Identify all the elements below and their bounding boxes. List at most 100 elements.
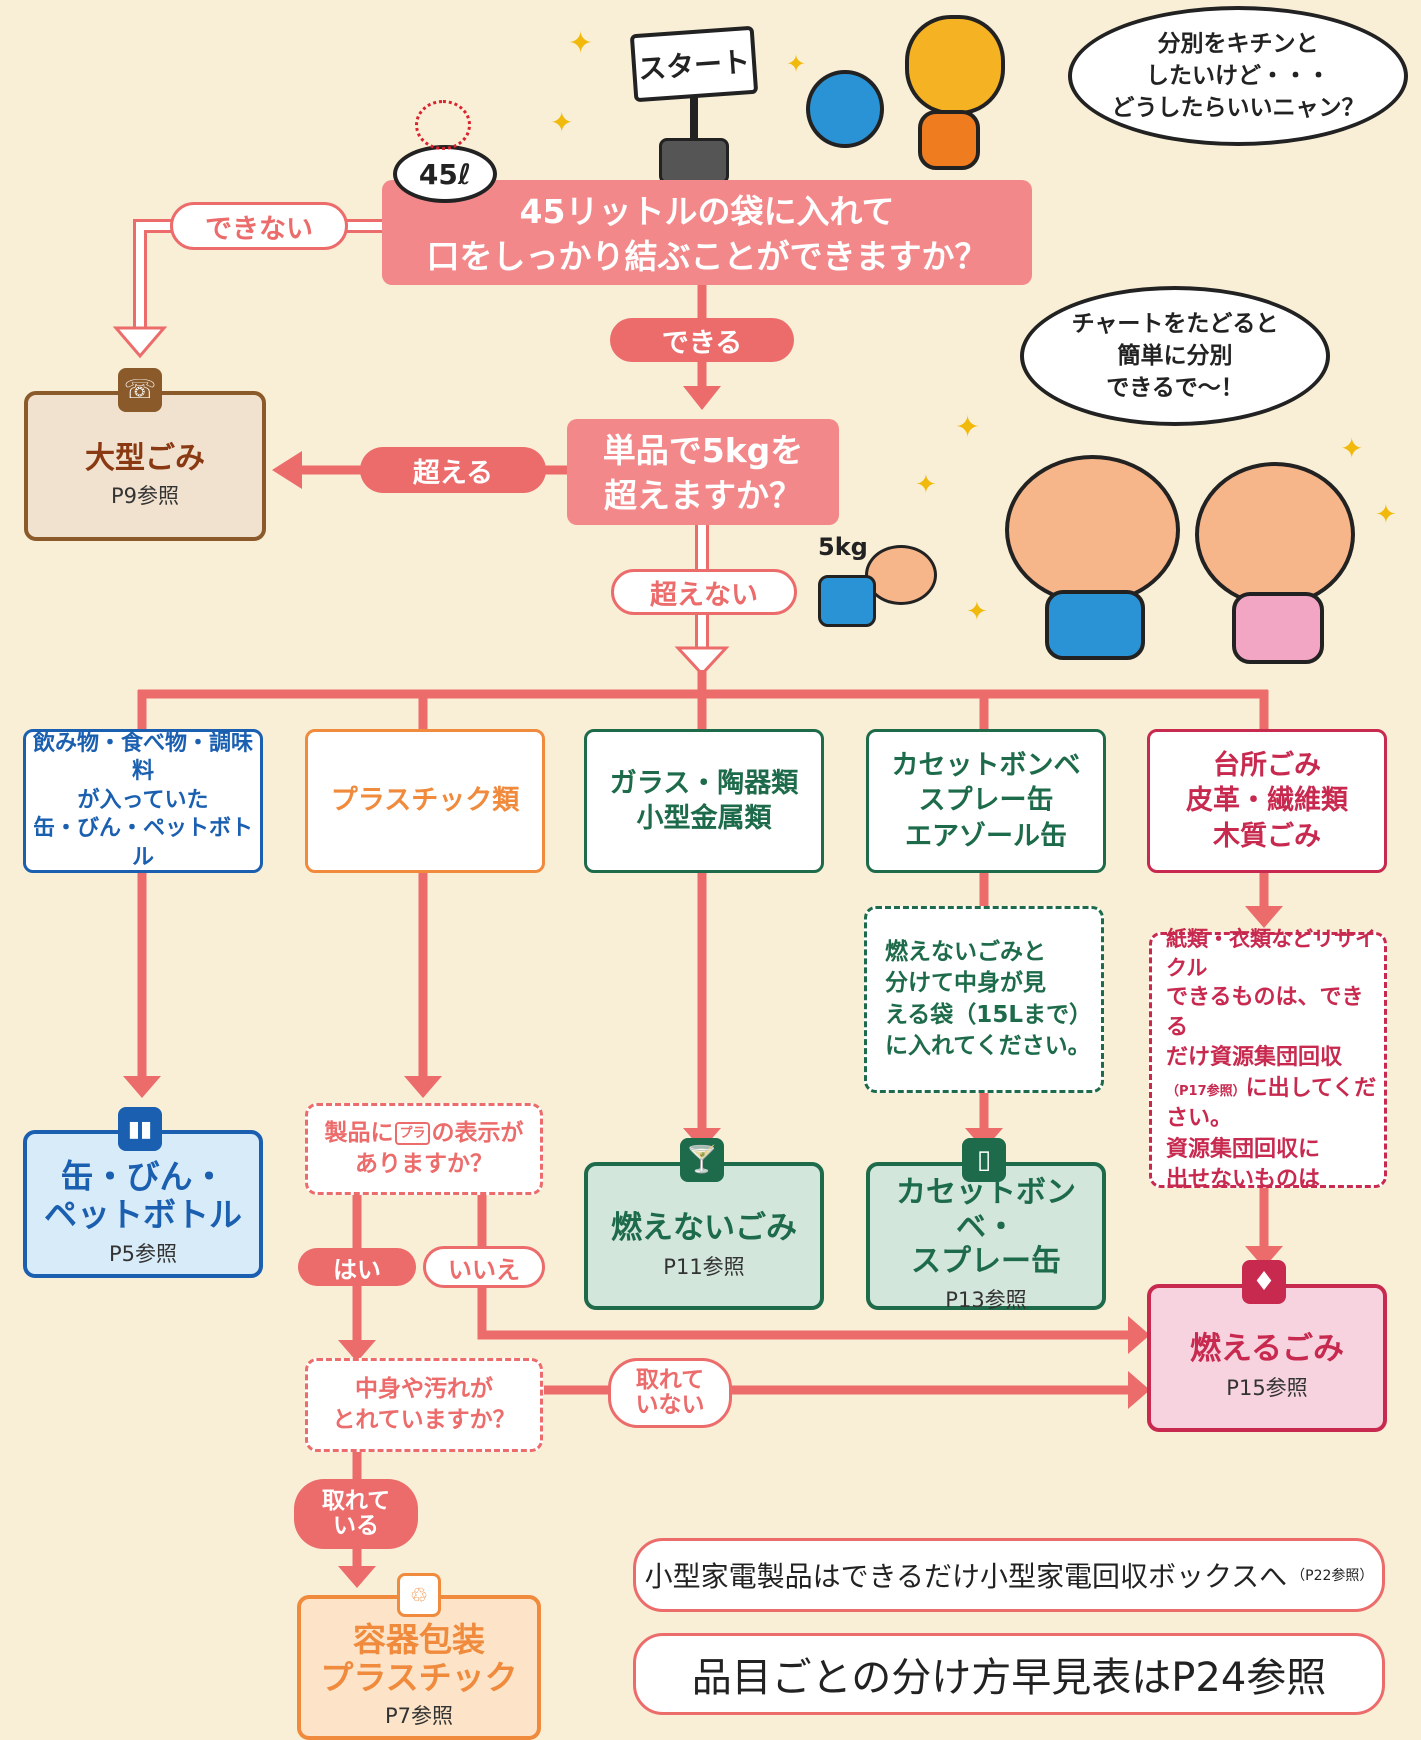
note-small-appliances: 小型家電製品はできるだけ小型家電回収ボックスへ（P22参照） [633, 1538, 1385, 1612]
result-cans-bottles: 缶・びん・ ペットボトル P5参照 [23, 1130, 263, 1278]
sparkle-icon: ✦ [1375, 500, 1397, 530]
label-cannot: できない [170, 202, 348, 250]
result-oversize-garbage: 大型ごみ P9参照 [24, 391, 266, 541]
speech-line: したいけど・・・ [1146, 62, 1330, 89]
note-line: 燃えないごみと [885, 939, 1046, 966]
result-ref: P9参照 [110, 484, 180, 509]
note-line: だけ資源集団回収 [1166, 1045, 1343, 1071]
category-kitchen-leather-wood: 台所ごみ 皮革・繊維類 木質ごみ [1147, 729, 1387, 873]
label-can: できる [610, 318, 794, 362]
question-text: とれていますか？ [332, 1407, 516, 1433]
result-ref: P5参照 [108, 1241, 178, 1266]
question-text: 中身や汚れが [355, 1375, 493, 1402]
note-line: さい。 [1166, 1106, 1233, 1132]
result-ref: P11参照 [663, 1254, 745, 1279]
result-nonburnable: 燃えないごみ P11参照 [584, 1162, 824, 1310]
plastic-mark-icon: ♲ [397, 1573, 441, 1617]
result-title: 容器包装 プラスチック [320, 1620, 517, 1697]
label-removed: 取れて いる [294, 1479, 418, 1549]
question-text: の表示が [431, 1119, 524, 1146]
phone-icon: ☏ [118, 368, 162, 412]
speech-bubble-cat: 分別をキチンと したいけど・・・ どうしたらいいニャン？ [1068, 6, 1408, 146]
question-clean: 中身や汚れが とれていますか？ [305, 1358, 543, 1452]
category-line: 缶・びん・ペットボトル [32, 816, 253, 870]
flame-icon: ♦ [1242, 1260, 1286, 1304]
question-text: ありますか？ [354, 1151, 493, 1177]
result-burnable: 燃えるごみ P15参照 [1147, 1284, 1387, 1432]
sparkle-icon: ✦ [955, 410, 981, 445]
label-not-exceed: 超えない [611, 569, 797, 615]
note-text: 小型家電製品はできるだけ小型家電回収ボックスへ [644, 1560, 1288, 1593]
sparkle-icon: ✦ [915, 470, 937, 500]
note-line: 分けて中身が見 [885, 970, 1046, 997]
start-sign: スタート [629, 25, 759, 103]
sparkle-icon: ✦ [966, 597, 988, 627]
bird-character [806, 70, 884, 148]
sparkle-icon: ✦ [1340, 432, 1364, 465]
category-line: が入っていた [77, 787, 209, 813]
question-line: 45リットルの袋に入れて [519, 192, 895, 231]
note-line: 出せないものは [1166, 1166, 1321, 1192]
pig-carrying-character [865, 545, 937, 605]
start-sign-post [690, 88, 698, 148]
result-title-line: 缶・びん・ [60, 1157, 226, 1197]
spray-can-icon: ▯ [962, 1138, 1006, 1182]
note-line: に入れてください。 [885, 1032, 1091, 1059]
result-ref: P15参照 [1226, 1375, 1308, 1400]
note-line: 資源集団回収に [1166, 1136, 1321, 1162]
result-cassette-spray: カセットボンベ・ スプレー缶 P13参照 [866, 1162, 1106, 1312]
result-title-line: スプレー缶 [911, 1244, 1061, 1280]
question-line: 超えますか？ [604, 475, 802, 515]
category-line: 台所ごみ [1213, 750, 1321, 782]
result-title: カセットボンベ・ スプレー缶 [870, 1176, 1102, 1280]
category-glass-metal: ガラス・陶器類 小型金属類 [584, 729, 824, 873]
label-line: いる [333, 1513, 379, 1539]
speech-bubble-pig: チャートをたどると 簡単に分別 できるで〜！ [1020, 286, 1330, 426]
cat-body [918, 110, 980, 170]
speech-line: どうしたらいいニャン？ [1111, 95, 1365, 122]
category-line: 飲み物・食べ物・調味料 [32, 730, 253, 785]
label-line: いない [635, 1392, 705, 1418]
category-line: スプレー缶 [918, 785, 1054, 817]
result-title-line: カセットボンベ・ [896, 1175, 1076, 1245]
speech-line: 分別をキチンと [1157, 30, 1319, 57]
result-ref: P7参照 [384, 1704, 454, 1729]
result-title: 燃えるごみ [1189, 1331, 1345, 1368]
category-line: 皮革・繊維類 [1186, 785, 1348, 817]
speech-line: チャートをたどると [1071, 310, 1279, 337]
speech-line: 簡単に分別 [1117, 342, 1233, 369]
category-plastics: プラスチック類 [305, 729, 545, 873]
note-resource-collection: 紙類・衣類などリサイクル できるものは、できる だけ資源集団回収 （P17参照）… [1149, 927, 1387, 1192]
note-quick-reference: 品目ごとの分け方早見表はP24参照 [633, 1633, 1385, 1715]
bag-size-label: 45ℓ [418, 157, 472, 191]
category-line: 小型金属類 [636, 803, 772, 834]
note-cassette-bag: 燃えないごみと 分けて中身が見 える袋（15Lまで） に入れてください。 [864, 906, 1104, 1093]
category-cassette-spray: カセットボンベ スプレー缶 エアゾール缶 [866, 729, 1106, 873]
question-text: 製品に [324, 1119, 394, 1146]
question-plastic-mark: 製品にプラの表示が ありますか？ [305, 1103, 543, 1195]
category-line: エアゾール缶 [905, 820, 1067, 852]
note-text: 品目ごとの分け方早見表はP24参照 [691, 1655, 1327, 1701]
category-line: プラスチック類 [330, 785, 520, 817]
result-title: 大型ごみ [85, 440, 205, 476]
result-ref: P13参照 [945, 1287, 1027, 1312]
plastic-mark-icon: プラ [395, 1121, 430, 1146]
cat-character [905, 15, 1005, 115]
sparkle-icon: ✦ [786, 50, 807, 78]
note-ref-small: （P22参照） [1291, 1568, 1374, 1584]
pig-character-pink [1195, 462, 1355, 607]
glass-icon: 🍸 [680, 1138, 724, 1182]
garbage-bag-icon: 45ℓ [393, 145, 497, 203]
note-line: できるものは、できる [1166, 984, 1364, 1041]
label-no: いいえ [423, 1246, 545, 1288]
note-ref-small: （P17参照） [1166, 1083, 1246, 1099]
category-line: ガラス・陶器類 [609, 767, 799, 799]
result-title: 燃えないごみ [611, 1210, 797, 1247]
category-cans-bottles: 飲み物・食べ物・調味料 が入っていた 缶・びん・ペットボトル [23, 729, 263, 873]
label-not-removed: 取れて いない [608, 1358, 732, 1428]
pig-body-blue [1045, 590, 1145, 660]
label-yes: はい [298, 1248, 416, 1286]
label-exceeds: 超える [360, 447, 546, 493]
bag-knot-icon [415, 100, 471, 150]
sparkle-icon: ✦ [568, 26, 594, 61]
